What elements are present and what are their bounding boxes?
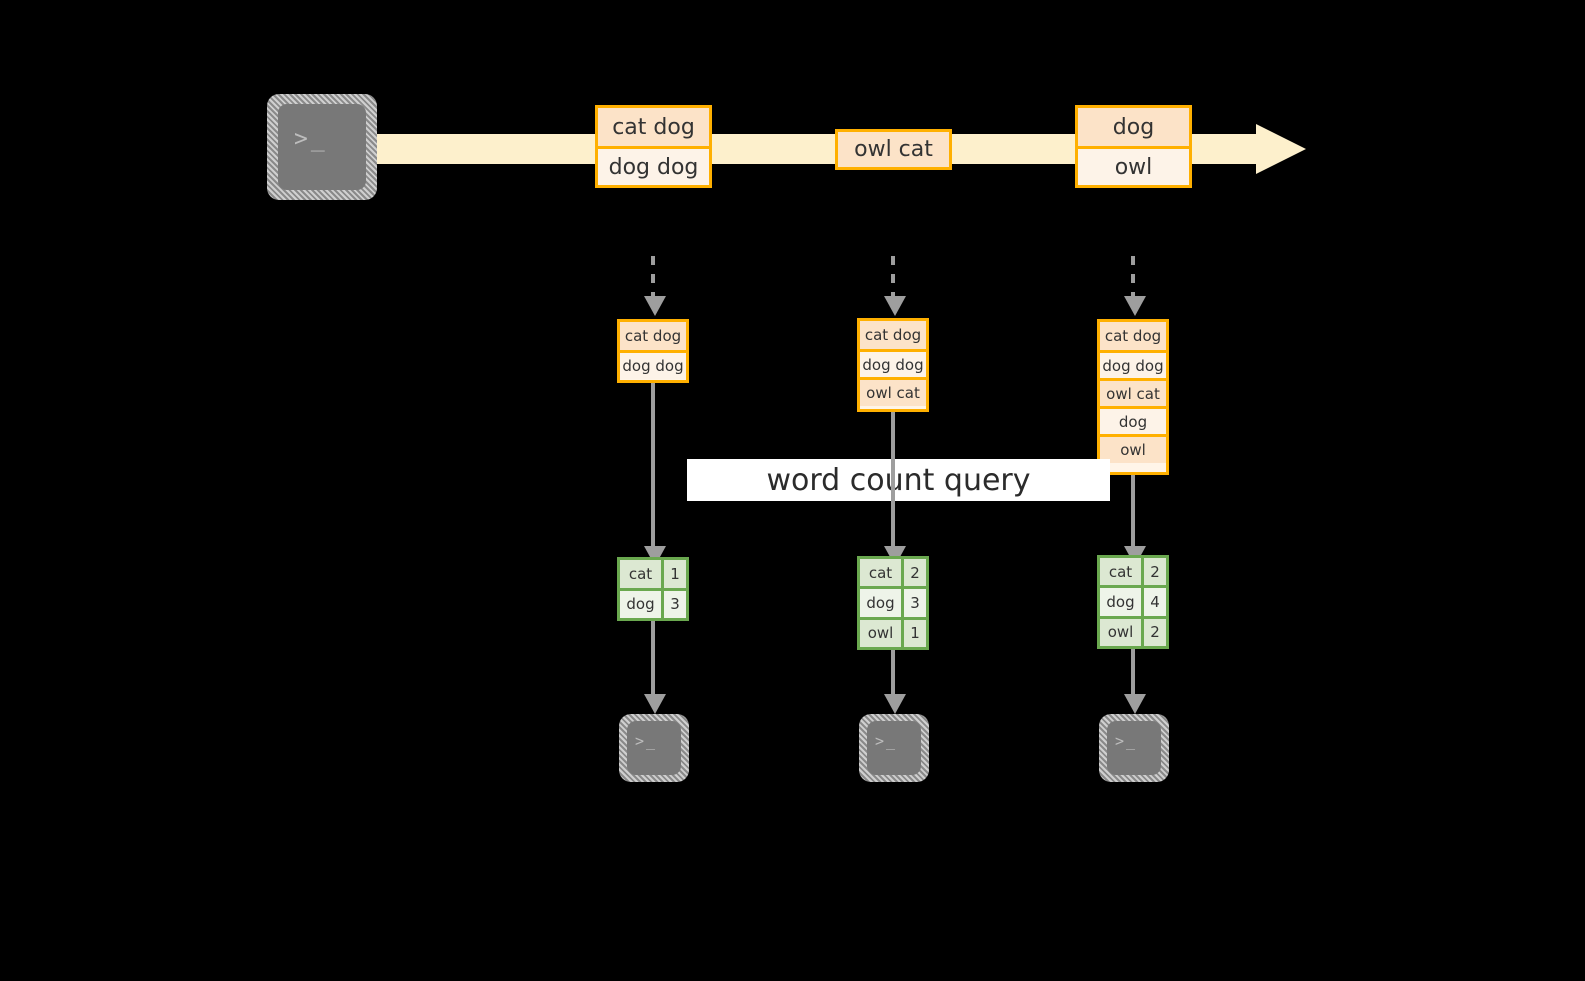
table-cell-count: 2 [1144,558,1166,586]
snapshot-line: cat dog [620,322,686,350]
terminal-screen [867,721,921,775]
table-row: cat 2 [1100,558,1166,586]
source-terminal[interactable]: >_ [267,94,377,200]
table-cell-count: 2 [904,559,926,587]
table-row: dog 4 [1100,585,1166,616]
result-table: cat 1 dog 3 [617,557,689,621]
result-table: cat 2 dog 3 owl 1 [857,556,929,650]
query-label: word count query [687,459,1110,501]
terminal-screen [278,104,366,190]
stream-record-line: dog dog [598,146,709,185]
table-cell-count: 4 [1144,588,1166,616]
table-cell-count: 1 [904,619,926,647]
table-row: owl 2 [1100,615,1166,646]
stream-to-snapshot-arrowhead [644,296,666,316]
table-row: cat 2 [860,559,926,587]
table-cell-count: 3 [904,589,926,617]
table-cell-word: cat [1100,558,1144,586]
snapshot-box: cat dog dog dog owl cat [857,318,929,412]
stream-to-snapshot-arrowhead [1124,296,1146,316]
snapshot-to-result-connector [651,383,655,548]
terminal-screen [1107,721,1161,775]
terminal-screen [627,721,681,775]
table-cell-word: dog [620,590,664,618]
stream-record-line: owl cat [838,132,949,167]
result-to-sink-arrowhead [1124,694,1146,714]
stream-record: cat dog dog dog [595,105,712,188]
table-row: cat 1 [620,560,686,588]
stream-to-snapshot-connector [1131,256,1135,298]
snapshot-line: dog dog [1100,350,1166,378]
table-cell-count: 3 [664,590,686,618]
snapshot-line: cat dog [1100,322,1166,350]
snapshot-line: cat dog [860,321,926,349]
snapshot-to-result-connector [891,412,895,548]
snapshot-box: cat dog dog dog owl cat dog owl [1097,319,1169,475]
snapshot-box: cat dog dog dog [617,319,689,383]
table-row: dog 3 [620,587,686,618]
sink-terminal[interactable]: >_ [1099,714,1169,782]
terminal-prompt-icon: >_ [1115,732,1138,750]
table-cell-count: 2 [1144,618,1166,646]
table-cell-word: dog [1100,588,1144,616]
table-cell-word: cat [860,559,904,587]
stream-to-snapshot-connector [651,256,655,298]
snapshot-line: owl cat [1100,378,1166,406]
table-cell-word: cat [620,560,664,588]
table-cell-word: owl [1100,618,1144,646]
result-to-sink-arrowhead [644,694,666,714]
snapshot-line: dog [1100,406,1166,434]
terminal-prompt-icon: >_ [635,732,658,750]
stream-to-snapshot-connector [891,256,895,298]
terminal-prompt-icon: >_ [294,126,328,152]
result-to-sink-connector [1131,649,1135,696]
table-cell-word: dog [860,589,904,617]
stream-record: dog owl [1075,105,1192,188]
result-to-sink-connector [651,621,655,696]
result-table: cat 2 dog 4 owl 2 [1097,555,1169,649]
snapshot-line: dog dog [860,349,926,377]
stream-arrow-head [1256,124,1306,174]
sink-terminal[interactable]: >_ [619,714,689,782]
table-row: owl 1 [860,616,926,647]
stream-record-line: dog [1078,108,1189,146]
snapshot-line: owl [1100,434,1166,463]
table-row: dog 3 [860,586,926,617]
sink-terminal[interactable]: >_ [859,714,929,782]
stream-to-snapshot-arrowhead [884,296,906,316]
terminal-prompt-icon: >_ [875,732,898,750]
table-cell-word: owl [860,619,904,647]
result-to-sink-arrowhead [884,694,906,714]
stream-record: owl cat [835,129,952,170]
stream-record-line: owl [1078,146,1189,185]
table-cell-count: 1 [664,560,686,588]
result-to-sink-connector [891,650,895,696]
stream-record-line: cat dog [598,108,709,146]
snapshot-line: dog dog [620,350,686,379]
snapshot-line: owl cat [860,377,926,406]
snapshot-to-result-connector [1131,475,1135,548]
